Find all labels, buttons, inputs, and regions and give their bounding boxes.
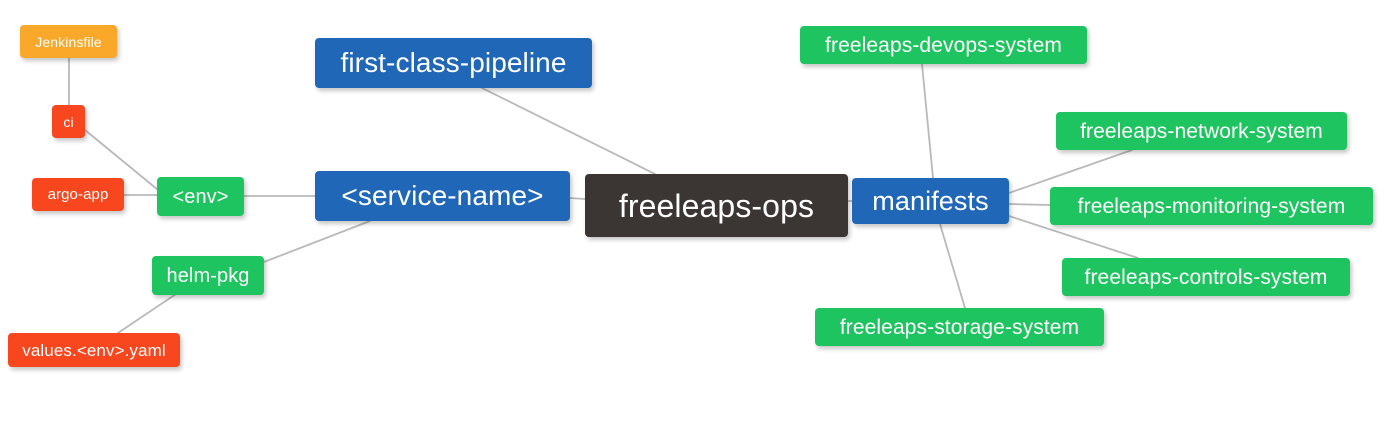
mindmap-node-freeleaps-controls-system[interactable]: freeleaps-controls-system: [1062, 258, 1350, 296]
mindmap-node-label: freeleaps-devops-system: [825, 33, 1062, 57]
mindmap-node-manifests[interactable]: manifests: [852, 178, 1009, 224]
mindmap-node-helm-pkg[interactable]: helm-pkg: [152, 256, 264, 295]
mindmap-node-label: first-class-pipeline: [340, 47, 567, 78]
mindmap-edge: [1008, 203, 1051, 206]
mindmap-node-label: helm-pkg: [166, 264, 250, 287]
mindmap-node-label: Jenkinsfile: [35, 33, 102, 50]
mindmap-node-service-name[interactable]: <service-name>: [315, 171, 570, 221]
mindmap-node-jenkinsfile[interactable]: Jenkinsfile: [20, 25, 117, 58]
mindmap-node-freeleaps-devops-system[interactable]: freeleaps-devops-system: [800, 26, 1087, 64]
mindmap-node-label: ci: [63, 113, 74, 130]
mindmap-node-label: <env>: [172, 185, 229, 208]
mindmap-node-freeleaps-monitoring-system[interactable]: freeleaps-monitoring-system: [1050, 187, 1373, 225]
mindmap-node-label: freeleaps-ops: [618, 187, 815, 224]
mindmap-node-label: argo-app: [47, 186, 109, 203]
mindmap-node-values-env-yaml[interactable]: values.<env>.yaml: [8, 333, 180, 367]
mindmap-node-label: freeleaps-controls-system: [1084, 265, 1328, 289]
mindmap-node-label: freeleaps-storage-system: [839, 315, 1080, 339]
mindmap-node-freeleaps-ops[interactable]: freeleaps-ops: [585, 174, 848, 237]
mindmap-edge: [921, 63, 934, 179]
mindmap-edge: [117, 293, 177, 334]
mindmap-node-env[interactable]: <env>: [157, 177, 244, 216]
mindmap-edge: [569, 197, 586, 200]
mindmap-node-label: values.<env>.yaml: [22, 340, 166, 360]
mindmap-node-label: manifests: [872, 185, 989, 216]
mindmap-node-label: freeleaps-monitoring-system: [1077, 194, 1346, 218]
mindmap-node-ci[interactable]: ci: [52, 105, 85, 138]
mindmap-node-freeleaps-storage-system[interactable]: freeleaps-storage-system: [815, 308, 1104, 346]
mindmap-node-label: <service-name>: [341, 180, 544, 211]
mindmap-edge: [263, 220, 371, 263]
mindmap-edge: [939, 223, 966, 309]
mindmap-node-first-class-pipeline[interactable]: first-class-pipeline: [315, 38, 592, 88]
mindmap-edge: [481, 87, 656, 175]
mindmap-node-freeleaps-network-system[interactable]: freeleaps-network-system: [1056, 112, 1347, 150]
mindmap-node-label: freeleaps-network-system: [1080, 119, 1323, 143]
mindmap-node-argo-app[interactable]: argo-app: [32, 178, 124, 211]
